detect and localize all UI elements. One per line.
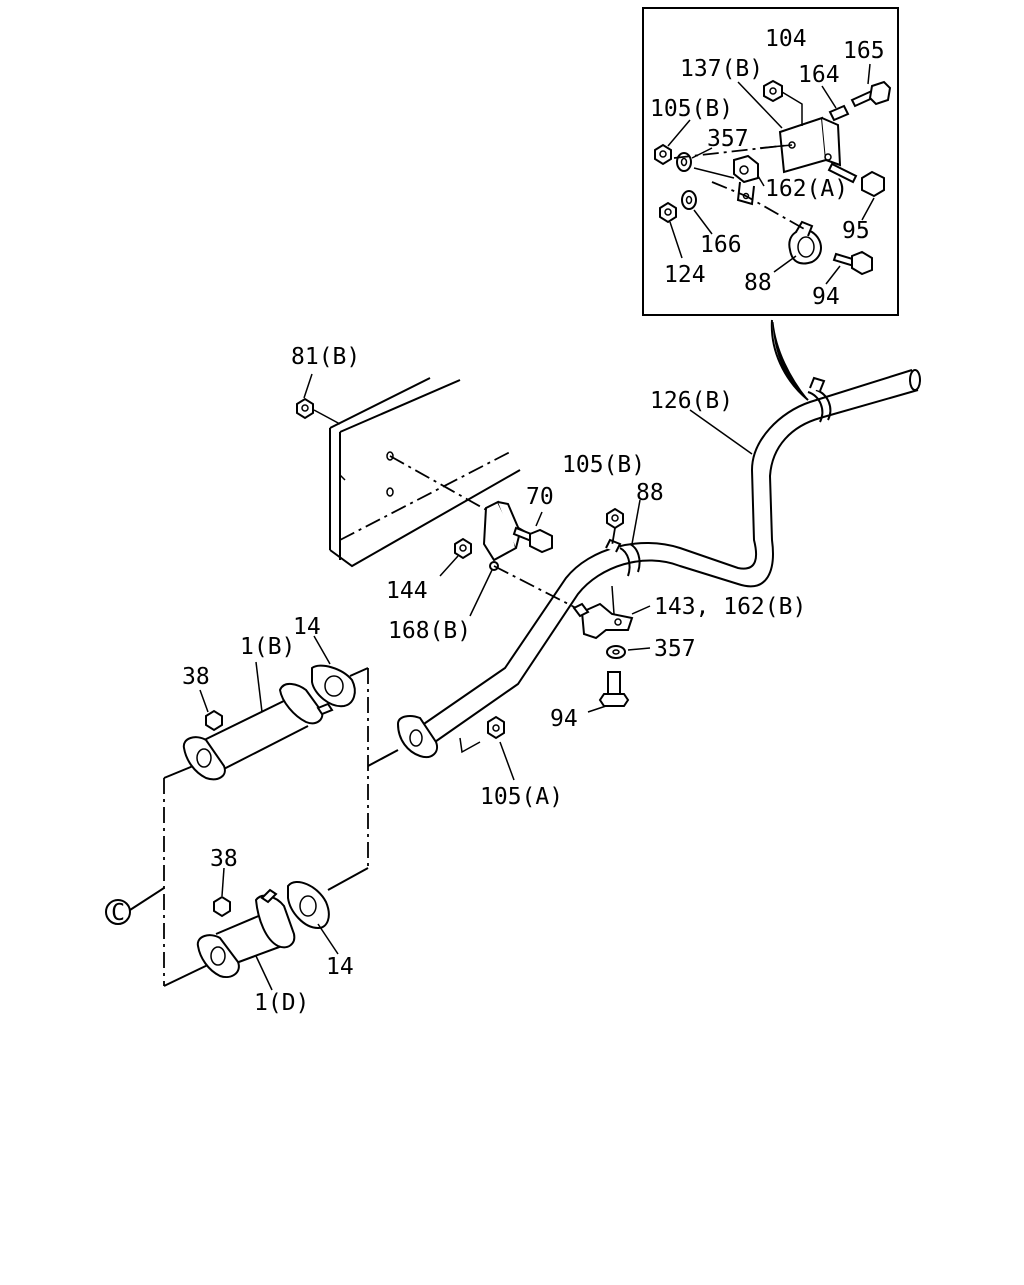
label-inset-88: 88 — [744, 270, 772, 296]
label-1d: 1(D) — [254, 990, 309, 1016]
label-inset-105b: 105(B) — [650, 96, 733, 122]
inset-pin-164 — [828, 104, 850, 122]
label-70: 70 — [526, 484, 554, 510]
label-105a: 105(A) — [480, 784, 563, 810]
label-143-162b: 143, 162(B) — [654, 594, 806, 620]
nut-38-bottom — [213, 895, 231, 918]
label-144: 144 — [386, 578, 428, 604]
label-inset-124: 124 — [664, 262, 706, 288]
clamp-detail-inset — [642, 7, 899, 316]
washer-357 — [606, 645, 626, 659]
nut-105b — [606, 507, 624, 530]
gasket-14-top — [311, 664, 356, 708]
label-inset-94: 94 — [812, 284, 840, 310]
label-inset-165: 165 — [843, 38, 885, 64]
pipe-1b — [182, 661, 334, 781]
label-inset-166: 166 — [700, 232, 742, 258]
inset-spacer-162a — [733, 154, 759, 184]
label-105b: 105(B) — [562, 452, 645, 478]
label-88: 88 — [636, 480, 664, 506]
pipe-flange — [396, 715, 438, 758]
chassis-frame-rail — [329, 377, 521, 568]
pipe-clamp-88 — [619, 547, 631, 577]
label-126b: 126(B) — [650, 388, 733, 414]
inset-bolt-95 — [827, 162, 858, 184]
label-38-bottom: 38 — [210, 846, 238, 872]
label-168b: 168(B) — [388, 618, 471, 644]
inset-pointer-arrow — [770, 319, 809, 401]
inset-nut-124 — [659, 201, 677, 224]
gasket-14-bottom — [287, 881, 330, 930]
inset-washer-166 — [681, 190, 697, 210]
inset-frame — [642, 7, 899, 316]
inset-nut-104 — [763, 79, 783, 103]
label-14-bottom: 14 — [326, 954, 354, 980]
nut-144 — [454, 537, 472, 560]
label-inset-162a: 162(A) — [765, 176, 848, 202]
label-inset-95: 95 — [842, 218, 870, 244]
label-inset-104: 104 — [765, 26, 807, 52]
label-81b: 81(B) — [291, 344, 360, 370]
inset-clamp-88 — [788, 229, 822, 265]
nut-81b — [296, 397, 314, 420]
inset-nut-105b — [654, 143, 672, 166]
label-inset-137b: 137(B) — [680, 56, 763, 82]
reference-circle-c — [105, 899, 131, 925]
reference-c-label: C — [111, 900, 125, 926]
label-inset-357: 357 — [707, 126, 749, 152]
nut-38-top — [205, 709, 223, 732]
exhaust-pipe-126b — [396, 369, 921, 758]
label-94: 94 — [550, 706, 578, 732]
label-inset-164: 164 — [798, 62, 840, 88]
label-14-top: 14 — [293, 614, 321, 640]
label-38-top: 38 — [182, 664, 210, 690]
pipe-1d — [196, 867, 296, 991]
label-357: 357 — [654, 636, 696, 662]
bracket-168b — [439, 500, 553, 617]
bolt-94 — [607, 671, 621, 695]
nut-105a — [487, 715, 505, 740]
label-1b: 1(B) — [240, 634, 295, 660]
hanger-143-162b — [572, 585, 651, 640]
